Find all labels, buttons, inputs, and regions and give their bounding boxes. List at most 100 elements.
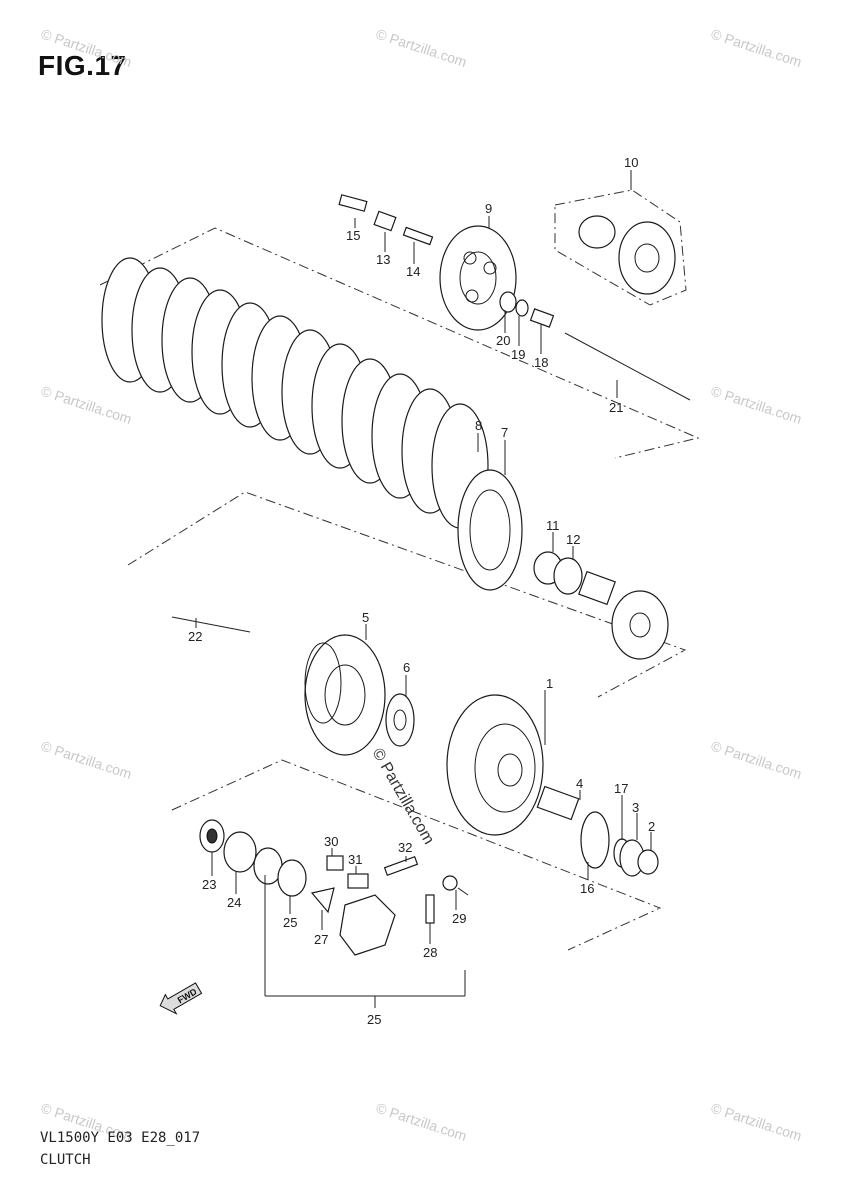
clutch-plate-outline [127, 491, 687, 698]
watermark-layer: © Partzilla.com © Partzilla.com © Partzi… [39, 26, 804, 1144]
piece-31 [347, 873, 369, 889]
cap-29 [442, 875, 458, 891]
label-part-2: 2 [648, 819, 655, 834]
watermark-mid-left: © Partzilla.com [39, 383, 134, 427]
stud-14 [402, 226, 434, 246]
bolt-32 [383, 855, 419, 877]
upper-group-outline [99, 227, 700, 459]
clutch-plates-stack [101, 257, 523, 591]
label-part-26: 25 [283, 915, 297, 930]
label-part-24: 24 [227, 895, 241, 910]
bearing-16 [580, 811, 610, 869]
part-number-labels: 1 2 3 4 5 6 7 8 9 10 11 12 13 14 15 16 1… [188, 155, 655, 1027]
clutch-hub [611, 590, 669, 660]
watermark-low-right: © Partzilla.com [709, 738, 804, 782]
hub-sleeve [578, 570, 616, 606]
model-code-caption: VL1500Y E03 E28_017 [40, 1130, 201, 1146]
fwd-arrow-icon: FWD [159, 982, 203, 1015]
label-part-4: 4 [576, 776, 583, 791]
piece-30 [326, 855, 344, 871]
label-part-16: 16 [580, 881, 594, 896]
label-part-17: 17 [614, 781, 628, 796]
hub-assembly [533, 551, 669, 660]
primary-gear-group [304, 634, 415, 756]
group-outlines [99, 189, 700, 951]
primary-gear-hub [324, 664, 366, 726]
watermark-bottom-right: © Partzilla.com [709, 1100, 804, 1144]
washer-20 [499, 291, 517, 313]
pressure-plate-hole-1 [463, 251, 477, 265]
label-part-10: 10 [624, 155, 638, 170]
label-part-21: 21 [609, 400, 623, 415]
primary-gear-teeth [304, 642, 342, 724]
label-part-20: 20 [496, 333, 510, 348]
washer-12 [553, 557, 583, 595]
release-cylinder-group [199, 819, 469, 956]
part-10-assembly [578, 215, 676, 295]
spring-13 [373, 210, 397, 232]
primary-gear [304, 634, 386, 756]
pressure-plate-hub [459, 251, 497, 305]
label-part-3: 3 [632, 800, 639, 815]
washer-6-hole [393, 709, 407, 731]
release-group-outline [171, 759, 662, 951]
bleeder-28 [425, 894, 435, 924]
ring-24 [223, 831, 257, 873]
pressure-plate [439, 225, 517, 331]
label-part-25: 25 [367, 1012, 381, 1027]
boot-27 [310, 887, 335, 914]
label-part-19: 19 [511, 347, 525, 362]
watermark-bottom-center: © Partzilla.com [374, 1100, 469, 1144]
clutch-housing-group [446, 694, 659, 877]
label-part-5: 5 [362, 610, 369, 625]
part-10-hub [618, 221, 676, 295]
label-part-11: 11 [546, 518, 560, 533]
label-part-14: 14 [406, 264, 420, 279]
label-part-27: 27 [314, 932, 328, 947]
rod-22 [171, 616, 251, 633]
pressure-plate-hole-3 [465, 289, 479, 303]
label-part-22: 22 [188, 629, 202, 644]
part-10-cylinder [578, 215, 616, 249]
label-part-8: 8 [475, 418, 482, 433]
label-part-28: 28 [423, 945, 437, 960]
seal-26 [277, 859, 307, 897]
clutch-housing-center [497, 753, 523, 787]
bearing-18 [529, 308, 555, 328]
label-part-32: 32 [398, 840, 412, 855]
plate-7-part [457, 469, 523, 591]
label-part-13: 13 [376, 252, 390, 267]
part-10-outline [554, 189, 687, 306]
label-part-9: 9 [485, 201, 492, 216]
label-part-18: 18 [534, 355, 548, 370]
label-part-1: 1 [546, 676, 553, 691]
pressure-plate-hole-2 [483, 261, 497, 275]
bracket-25 [264, 875, 466, 1008]
cap-29-tab [457, 887, 469, 896]
watermark-top-right: © Partzilla.com [709, 26, 804, 70]
seal-23-center [206, 828, 218, 844]
clutch-housing [446, 694, 544, 836]
fwd-arrow-shape [159, 982, 203, 1015]
leader-lines [195, 170, 652, 944]
watermark-center: © Partzilla.com [369, 746, 438, 848]
figure-title: FIG.17 [38, 50, 127, 81]
label-part-29: 29 [452, 911, 466, 926]
label-part-6: 6 [403, 660, 410, 675]
clutch-hub-center [629, 612, 651, 638]
clutch-housing-inner [474, 723, 536, 813]
plate-7-inner [469, 489, 511, 571]
section-name-caption: CLUTCH [40, 1152, 91, 1168]
bolt-15 [338, 194, 368, 212]
watermark-top-center: © Partzilla.com [374, 26, 469, 70]
washer-2 [637, 849, 659, 875]
sleeve-4 [536, 785, 580, 821]
label-part-30: 30 [324, 834, 338, 849]
washer-19 [515, 299, 529, 317]
label-part-15: 15 [346, 228, 360, 243]
part-10-hub-center [634, 243, 660, 273]
watermark-top-left: © Partzilla.com [39, 26, 134, 70]
label-part-12: 12 [566, 532, 580, 547]
